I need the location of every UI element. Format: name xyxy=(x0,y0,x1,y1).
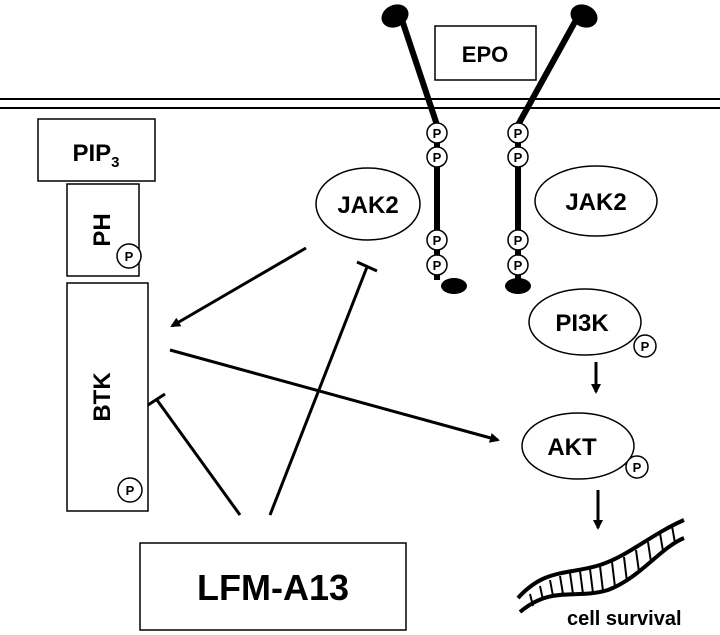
svg-text:P: P xyxy=(514,126,523,141)
dna-helix-icon xyxy=(516,518,685,614)
epo-box xyxy=(434,25,537,81)
jak2-right-label: JAK2 xyxy=(565,189,626,216)
svg-text:P: P xyxy=(125,249,134,264)
receptor-left-head xyxy=(381,4,409,28)
inhibit-lfm-btk xyxy=(155,399,242,516)
receptor-right-head xyxy=(570,4,598,28)
jak2-left-label: JAK2 xyxy=(337,192,398,219)
btk-phospho xyxy=(117,477,143,503)
svg-text:P: P xyxy=(633,460,642,475)
svg-text:P: P xyxy=(514,150,523,165)
receptor-left-foot xyxy=(441,278,467,294)
svg-text:P: P xyxy=(514,233,523,248)
svg-text:P: P xyxy=(433,233,442,248)
receptor-right-foot xyxy=(505,278,531,294)
pi3k-phospho xyxy=(633,334,657,358)
pi3k-oval xyxy=(528,288,642,356)
inhibit-lfm-btk-bar xyxy=(147,392,166,407)
svg-text:P: P xyxy=(126,483,135,498)
pip3-label: PIP3 xyxy=(72,140,119,171)
arrow-jak2-btk xyxy=(170,246,307,328)
pi3k-label: PI3K xyxy=(555,310,609,337)
inhibit-lfm-jak2 xyxy=(268,266,369,516)
pip3-box xyxy=(37,118,156,182)
akt-oval xyxy=(521,412,635,480)
ph-label: PH xyxy=(89,213,116,246)
akt-phospho xyxy=(625,455,649,479)
lfm-a13-box xyxy=(139,542,407,631)
akt-label: AKT xyxy=(547,434,597,461)
jak2-right-oval xyxy=(534,165,658,237)
ph-phospho xyxy=(116,243,142,269)
svg-text:P: P xyxy=(641,339,650,354)
svg-text:P: P xyxy=(433,126,442,141)
inhibit-lfm-jak2-bar xyxy=(356,260,378,273)
receptor-phospho-sites: P P P P P P P P xyxy=(426,122,529,276)
btk-box xyxy=(66,282,149,512)
svg-text:P: P xyxy=(433,150,442,165)
arrow-btk-akt xyxy=(169,348,500,443)
jak2-left-oval xyxy=(315,167,421,241)
ph-box xyxy=(66,183,140,277)
lfm-a13-label: LFM-A13 xyxy=(197,567,349,608)
svg-text:P: P xyxy=(433,258,442,273)
epo-label: EPO xyxy=(462,42,508,67)
svg-text:P: P xyxy=(514,258,523,273)
cell-survival-label: cell survival xyxy=(567,608,682,630)
btk-label: BTK xyxy=(89,372,116,422)
